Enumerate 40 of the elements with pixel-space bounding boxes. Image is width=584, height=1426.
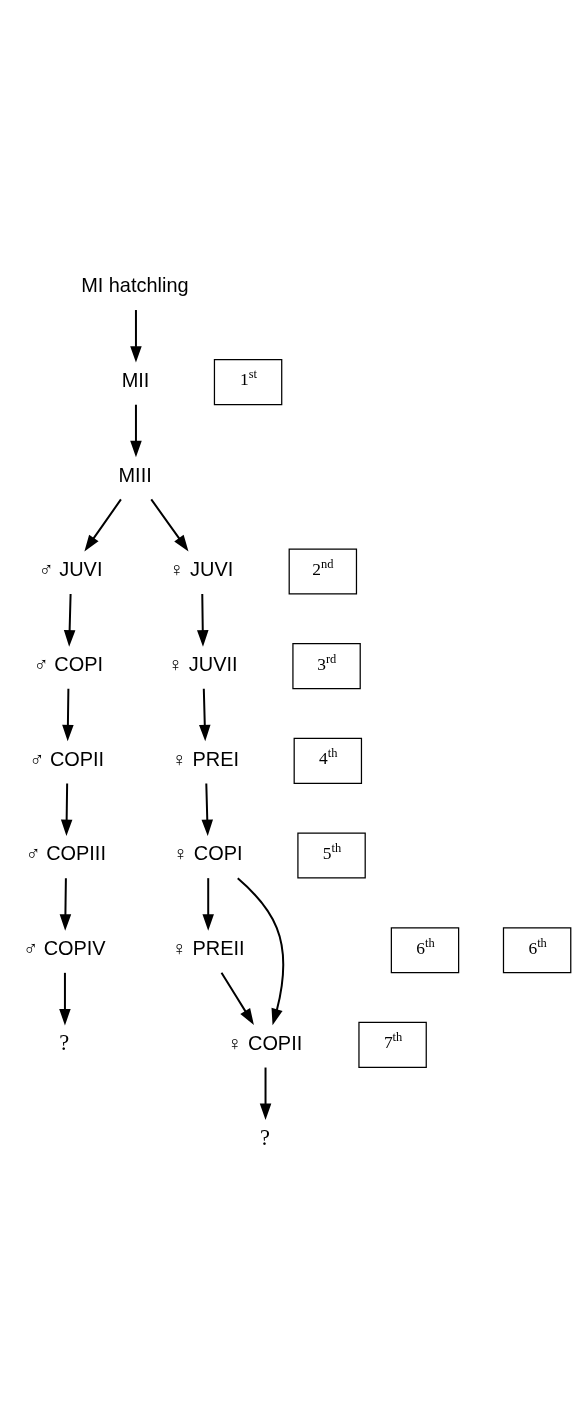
node-box: 7$^{th}$ [358,1021,427,1068]
node-text: ? [259,1124,270,1150]
node-text: ♀ COPI [173,841,243,864]
node-box: 6$^{th}$ [502,926,572,973]
node-box: 4$^{th}$ [293,737,363,784]
node-text: ♀ PREII [172,936,245,959]
arrow [202,876,214,931]
arrow [63,592,76,647]
arrow [130,308,142,363]
arrow [197,592,209,647]
arrow [60,781,73,836]
node-text: ♀ JUVI [169,557,234,580]
node-box: 1$^{st}$ [213,358,283,405]
node-box: 2$^{nd}$ [288,547,358,595]
arrow [150,497,189,551]
node-text: MI hatchling [81,273,189,296]
node-text: ♀ JUVII [168,652,238,675]
arrow [220,971,254,1025]
node-text: ♂ COPI [33,652,103,675]
node-text: ♂ COPII [29,747,105,770]
node-text: ♂ COPIII [25,841,106,864]
node-text: ♂ COPIV [23,936,106,959]
node-text: ♀ PREI [172,747,240,770]
arrow [59,971,71,1025]
arrow [130,403,142,457]
node-text: MIII [118,463,152,486]
node-text: ? [59,1029,70,1055]
arrow [59,876,72,931]
arrow [199,687,211,741]
node-box: 5$^{th}$ [297,831,366,879]
node-text: MII [121,368,150,391]
arrow [201,781,214,836]
node-text: ♀ COPII [227,1031,303,1054]
node-text: ♂ JUVI [38,557,103,580]
arrow [84,497,122,551]
arrow [62,687,74,741]
arrow [259,1066,272,1120]
arrow [236,876,285,1025]
node-box: 3$^{rd}$ [292,642,361,689]
node-box: 6$^{th}$ [390,926,460,973]
